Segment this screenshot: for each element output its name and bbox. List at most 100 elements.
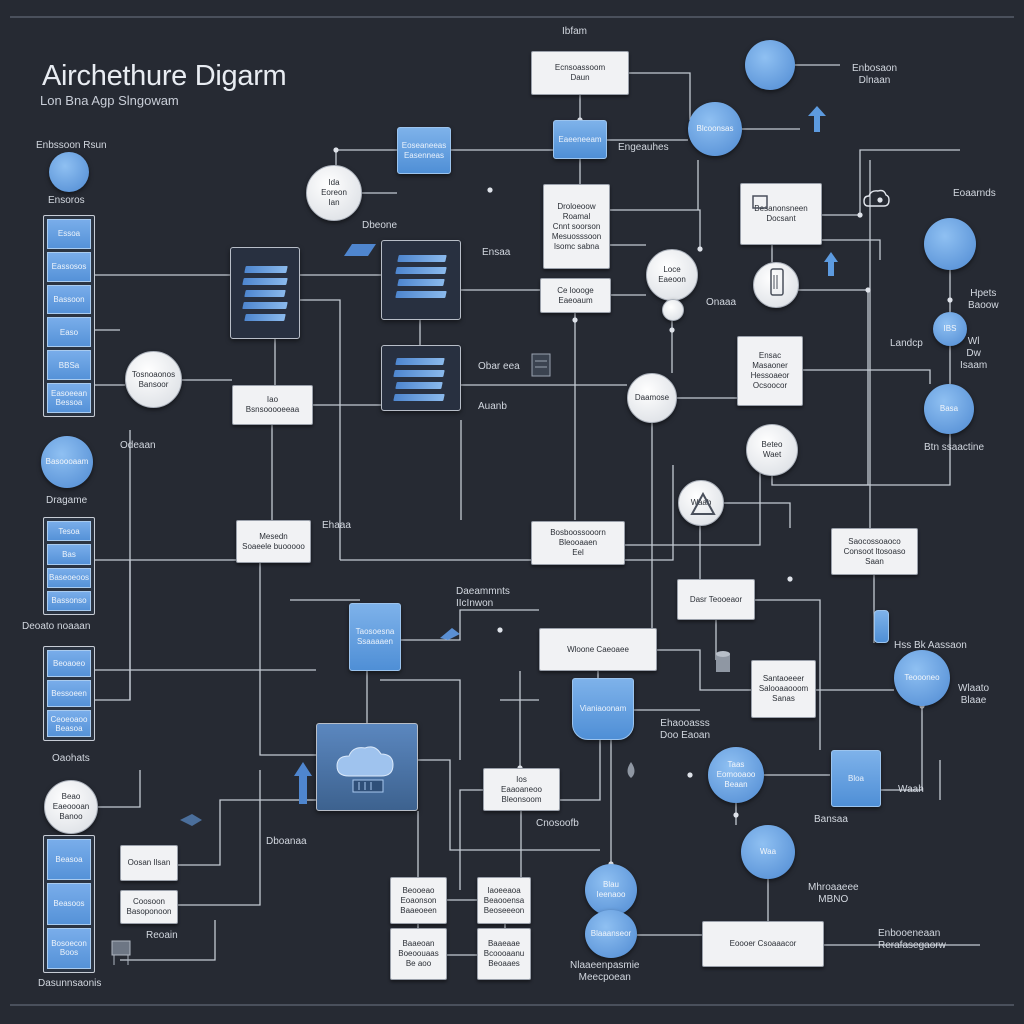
blue-shield[interactable]: Vianiaoonam bbox=[572, 678, 634, 740]
stack-item[interactable]: Eassosos bbox=[47, 251, 91, 282]
wide-box[interactable]: Wloone Caeoaee bbox=[539, 628, 657, 671]
white-circle-triangle[interactable]: Waab bbox=[678, 480, 724, 526]
label-auanb: Auanb bbox=[478, 401, 507, 412]
stack-item[interactable]: Easoeean Bessoa bbox=[47, 383, 91, 413]
junction-dot bbox=[669, 327, 675, 333]
layer-stack-left[interactable] bbox=[230, 247, 300, 339]
label-right-d: Hss Bk Aassaon bbox=[894, 640, 967, 651]
folder-icon bbox=[344, 244, 376, 256]
junction-dot bbox=[697, 246, 703, 252]
stack-item[interactable]: Baseoeoos bbox=[47, 567, 91, 588]
blue-box-right-lower[interactable]: Bloa bbox=[831, 750, 881, 807]
center-blue-node[interactable]: Taosoesna Ssaaaaen bbox=[349, 603, 401, 671]
white-circle-upper-left[interactable]: Ida Eoreon Ian bbox=[306, 165, 362, 221]
connector-line bbox=[560, 740, 601, 801]
connector-line bbox=[418, 759, 600, 851]
box-lower-left-a[interactable]: Oosan Ilsan bbox=[120, 845, 178, 881]
service-box-center[interactable]: Ce loooge Eaeoaum bbox=[540, 278, 611, 313]
right-box-mid[interactable]: Saocossoaoco Consoot ltosoaso Saan bbox=[831, 528, 918, 575]
stack-item[interactable]: Bessoeen bbox=[47, 680, 91, 707]
connector-line bbox=[120, 920, 216, 961]
junction-dot bbox=[487, 187, 493, 193]
info-box-center[interactable]: Droloeoow Roamal Cnnt soorson Mesuosssoo… bbox=[543, 184, 610, 269]
blue-circle-top-right[interactable] bbox=[745, 40, 795, 90]
stack-item[interactable]: Tesoa bbox=[47, 521, 91, 542]
phone-device-icon bbox=[770, 268, 784, 296]
device-box-right[interactable]: Besanonsneen Docsant bbox=[740, 183, 822, 245]
label-center-g: Cnosoofb bbox=[536, 818, 579, 829]
white-circle-bottom-left[interactable]: Beao Eaeoooan Banoo bbox=[44, 780, 98, 834]
gateway-box[interactable]: Iao Bsnsooooeeaa bbox=[232, 385, 313, 425]
white-circle-mid[interactable]: Daamose bbox=[627, 373, 677, 423]
blue-circle-bottom-b[interactable]: Blaaanseor bbox=[585, 910, 637, 958]
stack-item[interactable]: Essoa bbox=[47, 219, 91, 249]
center-blue-box[interactable]: Eaeeneeam bbox=[553, 120, 607, 159]
cloud-server-box[interactable] bbox=[316, 723, 418, 811]
dashboard-box[interactable]: Dasr Teooeaor bbox=[677, 579, 755, 620]
small-blue-node[interactable] bbox=[874, 610, 889, 643]
junction-dot bbox=[333, 147, 339, 153]
label-right-b: Hpets Baoow bbox=[968, 288, 999, 311]
stack-item[interactable]: Beasoos bbox=[47, 883, 91, 925]
window-icon bbox=[752, 195, 768, 209]
junction-dot bbox=[947, 297, 953, 303]
bottom-box-d[interactable]: Baaeaae Bcoooaanu Beoaaes bbox=[477, 928, 531, 980]
label-top-right: Enbosaon Dlnaan bbox=[852, 63, 898, 86]
blue-circle-right-lower[interactable]: Teoooneo bbox=[894, 650, 950, 706]
layer-stack-center-lower[interactable] bbox=[381, 345, 461, 411]
stack-item[interactable]: Ceoeoaoo Beasoa bbox=[47, 710, 91, 737]
blue-circle-right-small[interactable]: IBS bbox=[933, 312, 967, 346]
label-dbeone: Dbeone bbox=[362, 220, 398, 231]
stack-item[interactable]: Bassonso bbox=[47, 590, 91, 611]
left-blue-box[interactable]: Eoseaneeas Easenneas bbox=[397, 127, 451, 174]
stack-item[interactable]: BBSa bbox=[47, 350, 91, 381]
top-divider bbox=[10, 16, 1014, 18]
mid-box-center[interactable]: Bosboossooorn Bleooaaen Eel bbox=[531, 521, 625, 565]
label-left-c: Odeaan bbox=[120, 440, 156, 451]
box-lower-center[interactable]: Ios Eaaoaneoo Bleonsoom bbox=[483, 768, 560, 811]
blue-circle-upper-left[interactable] bbox=[49, 152, 89, 192]
mid-box-left[interactable]: Mesedn Soaeele buooooo bbox=[236, 520, 311, 563]
white-circle-right-mid[interactable]: Beteo Waet bbox=[746, 424, 798, 476]
connector-line bbox=[790, 599, 821, 750]
blue-circle-right-upper[interactable] bbox=[924, 218, 976, 270]
triangle-icon bbox=[690, 492, 716, 515]
white-circle-small[interactable] bbox=[662, 299, 684, 321]
blue-circle-right-mid[interactable]: Basa bbox=[924, 384, 974, 434]
top-box[interactable]: Ecnsoassoom Daun bbox=[531, 51, 629, 95]
junction-dot bbox=[877, 197, 883, 203]
bottom-right-box[interactable]: Eoooer Csoaaacor bbox=[702, 921, 824, 967]
white-circle-left[interactable]: Tosnoaonos Bansoor bbox=[125, 351, 182, 408]
status-box-right[interactable]: Ensac Masaoner Hessoaeor Ocsoocor bbox=[737, 336, 803, 406]
bottom-box-b[interactable]: Iaoeeaoa Beaooensa Beoseeeon bbox=[477, 877, 531, 924]
label-right-f: Waah bbox=[898, 784, 924, 795]
blue-circle-top-center[interactable]: Blcoonsas bbox=[688, 102, 742, 156]
blue-circle-bottom-center[interactable]: Waa bbox=[741, 825, 795, 879]
blue-circle-left-mid[interactable]: Basoooaam bbox=[41, 436, 93, 488]
blue-circle-lower-center[interactable]: Taas Eomooaoo Beaan bbox=[708, 747, 764, 803]
box-lower-left-b[interactable]: Coosoon Basoponoon bbox=[120, 890, 178, 924]
bottom-box-c[interactable]: Baaeoan Boeoouaas Be aoo bbox=[390, 928, 447, 980]
stack-item[interactable]: Easo bbox=[47, 317, 91, 348]
connector-line bbox=[335, 149, 397, 165]
blue-circle-bottom-a[interactable]: Blau Ieenaoo bbox=[585, 864, 637, 916]
stack-item[interactable]: Beoaoeo bbox=[47, 650, 91, 677]
small-box-right[interactable]: Santaoeeer Salooaaooom Sanas bbox=[751, 660, 816, 718]
white-circle-center-right[interactable]: Loce Eaeoon bbox=[646, 249, 698, 301]
stack-item[interactable]: Bosoecon Boos bbox=[47, 927, 91, 969]
bottom-divider bbox=[10, 1004, 1014, 1006]
chair-icon bbox=[111, 940, 131, 965]
connector-line bbox=[625, 460, 761, 546]
bottom-box-a[interactable]: Beooeao Eoaonson Baaeoeen bbox=[390, 877, 447, 924]
layer-stack-center[interactable] bbox=[381, 240, 461, 320]
stack-item[interactable]: Bas bbox=[47, 544, 91, 565]
connector-line bbox=[300, 299, 341, 560]
label-ensaa: Ensaa bbox=[482, 247, 511, 258]
stack-item[interactable]: Bassoon bbox=[47, 284, 91, 315]
stack-item[interactable]: Beasoa bbox=[47, 839, 91, 881]
